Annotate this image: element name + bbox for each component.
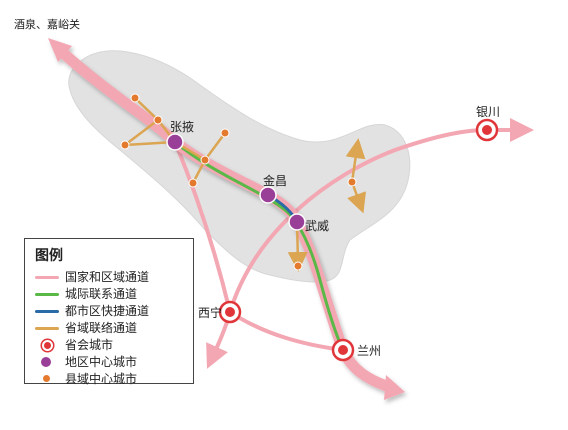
city-xining-marker [218, 300, 242, 324]
legend-item-capital: 省会城市 [35, 336, 183, 353]
legend-item-regional: 地区中心城市 [35, 353, 183, 370]
county-city [293, 261, 303, 271]
legend-item-national: 国家和区域通道 [35, 268, 183, 285]
county-city [120, 140, 130, 150]
city-zhangye-marker [166, 133, 184, 151]
county-city [220, 128, 230, 138]
legend-label: 省域联络通道 [65, 321, 138, 335]
region-area [68, 50, 411, 283]
legend-label: 城际联系通道 [65, 287, 138, 301]
national-arrow-northwest [48, 38, 72, 62]
county-city [188, 178, 198, 188]
metro-corridor-swatch [35, 305, 61, 317]
legend-label: 都市区快捷通道 [65, 304, 150, 318]
legend-item-county: 县域中心城市 [35, 370, 183, 387]
legend-label: 省会城市 [65, 338, 114, 352]
legend-box: 图例 国家和区域通道 城际联系通道 都市区快捷通道 省域联络通道 省会城市 地区… [24, 238, 194, 387]
legend-item-metro: 都市区快捷通道 [35, 302, 183, 319]
legend-label: 国家和区域通道 [65, 270, 150, 284]
county-city [200, 155, 210, 165]
county-city [130, 93, 140, 103]
label-wuwei: 武威 [305, 219, 329, 233]
city-wuwei-marker [288, 213, 306, 231]
county-center-icon [35, 373, 61, 385]
city-lanzhou-marker [331, 338, 355, 362]
label-xining: 西宁 [198, 305, 222, 320]
legend-label: 县域中心城市 [65, 372, 138, 386]
county-city [347, 177, 357, 187]
regional-center-icon [35, 356, 61, 368]
legend-label: 地区中心城市 [65, 355, 138, 369]
regional-centers [166, 133, 306, 231]
provincial-capitals [218, 118, 499, 362]
label-jiuquan: 酒泉、嘉峪关 [14, 17, 80, 31]
legend-title: 图例 [35, 248, 63, 264]
city-jinchang-marker [259, 186, 277, 204]
corridor-zhangye-xining [173, 140, 232, 314]
corridor-xining-lanzhou [228, 310, 345, 352]
national-corridor-swatch [35, 271, 61, 283]
legend-item-intercity: 城际联系通道 [35, 285, 183, 302]
city-yinchuan-marker [475, 118, 499, 142]
label-zhangye: 张掖 [170, 120, 194, 134]
intercity-corridor-swatch [35, 288, 61, 300]
label-lanzhou: 兰州 [357, 344, 381, 358]
label-jinchang: 金昌 [263, 173, 287, 188]
capital-city-icon [35, 339, 61, 351]
national-arrow-southeast [384, 375, 405, 400]
county-city [153, 115, 163, 125]
label-yinchuan: 银川 [476, 105, 500, 119]
corridor-xining-yinchuan [228, 128, 489, 314]
county-cities [120, 93, 357, 271]
legend-item-provincial: 省域联络通道 [35, 319, 183, 336]
provincial-link-swatch [35, 322, 61, 334]
